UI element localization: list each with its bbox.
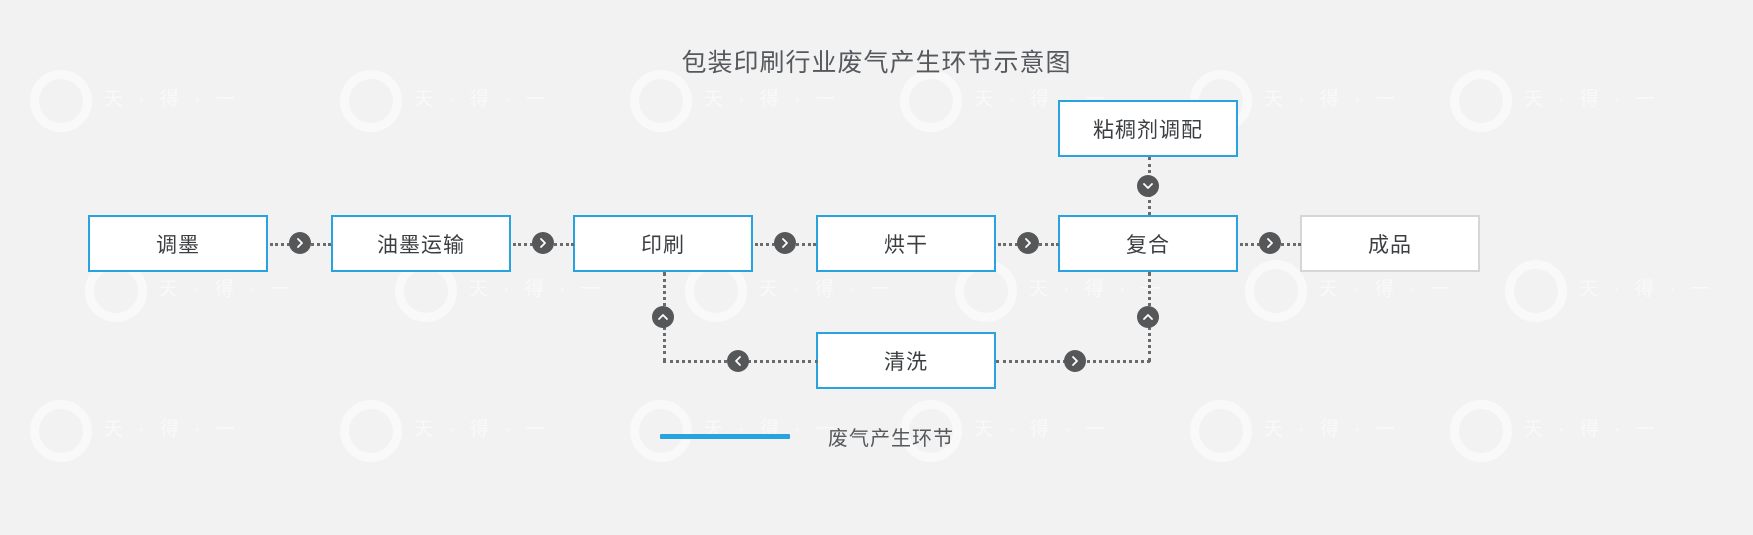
chevron-right-icon — [540, 238, 546, 248]
chevron-right-icon — [297, 238, 303, 248]
chevron-right-icon — [782, 238, 788, 248]
watermark-ring-icon — [1505, 260, 1567, 322]
arrow-zhanchou-fuhe[interactable] — [1137, 175, 1159, 197]
watermark-text: 天 · 得 · 一 — [1029, 279, 1165, 300]
watermark-text: 天 · 得 · 一 — [1319, 279, 1455, 300]
arrow-yinshua-henggan[interactable] — [774, 232, 796, 254]
arrow-qingxi-fuhe[interactable] — [1137, 306, 1159, 328]
watermark-ring-icon — [340, 70, 402, 132]
watermark-text: 天 · 得 · 一 — [414, 419, 550, 440]
watermark-text: 天 · 得 · 一 — [1524, 89, 1660, 110]
watermark-text: 天 · 得 · 一 — [974, 419, 1110, 440]
chevron-left-icon — [735, 356, 741, 366]
watermark-ring-icon — [900, 70, 962, 132]
watermark-text: 天 · 得 · 一 — [104, 89, 240, 110]
chevron-up-icon — [658, 314, 668, 320]
watermark-ring-icon — [1450, 70, 1512, 132]
watermark-text: 天 · 得 · 一 — [1264, 89, 1400, 110]
arrow-qingxi-to-left[interactable] — [727, 350, 749, 372]
chevron-up-icon — [1143, 314, 1153, 320]
watermark-ring-icon — [630, 70, 692, 132]
arrow-qingxi-yinshua[interactable] — [652, 306, 674, 328]
node-youmo[interactable]: 油墨运输 — [331, 215, 511, 272]
node-label: 印刷 — [641, 233, 685, 257]
arrow-youmo-yinshua[interactable] — [532, 232, 554, 254]
node-qingxi[interactable]: 清洗 — [816, 332, 996, 389]
legend-swatch-emission — [660, 434, 790, 439]
watermark-text: 天 · 得 · 一 — [1579, 279, 1715, 300]
node-label: 调墨 — [156, 233, 200, 257]
watermark-text: 天 · 得 · 一 — [1264, 419, 1400, 440]
watermark-ring-icon — [1245, 260, 1307, 322]
chevron-right-icon — [1267, 238, 1273, 248]
page-title: 包装印刷行业废气产生环节示意图 — [681, 49, 1072, 77]
arrow-henggan-fuhe[interactable] — [1017, 232, 1039, 254]
node-henggan[interactable]: 烘干 — [816, 215, 996, 272]
watermark-ring-icon — [30, 400, 92, 462]
node-label: 成品 — [1368, 233, 1412, 257]
node-label: 油墨运输 — [377, 233, 465, 257]
node-chengpin[interactable]: 成品 — [1300, 215, 1480, 272]
arrow-tiaomo-youmo[interactable] — [289, 232, 311, 254]
watermark-text: 天 · 得 · 一 — [104, 419, 240, 440]
watermark-text: 天 · 得 · 一 — [1524, 419, 1660, 440]
node-label: 粘稠剂调配 — [1093, 118, 1203, 142]
arrow-fuhe-chengpin[interactable] — [1259, 232, 1281, 254]
node-zhanchoujitiaopei[interactable]: 粘稠剂调配 — [1058, 100, 1238, 157]
watermark-ring-icon — [30, 70, 92, 132]
watermark-ring-icon — [340, 400, 402, 462]
node-label: 清洗 — [884, 350, 928, 374]
node-label: 烘干 — [884, 233, 928, 257]
legend[interactable]: 废气产生环节 — [660, 422, 954, 451]
watermark-text: 天 · 得 · 一 — [759, 279, 895, 300]
chevron-down-icon — [1143, 183, 1153, 189]
watermark-ring-icon — [1190, 400, 1252, 462]
node-label: 复合 — [1126, 233, 1170, 257]
legend-label-emission: 废气产生环节 — [828, 428, 954, 450]
node-yinshua[interactable]: 印刷 — [573, 215, 753, 272]
node-fuhe[interactable]: 复合 — [1058, 215, 1238, 272]
chevron-right-icon — [1072, 356, 1078, 366]
watermark-text: 天 · 得 · 一 — [469, 279, 605, 300]
chevron-right-icon — [1025, 238, 1031, 248]
watermark-ring-icon — [1450, 400, 1512, 462]
watermark-text: 天 · 得 · 一 — [704, 89, 840, 110]
watermark-text: 天 · 得 · 一 — [414, 89, 550, 110]
arrow-qingxi-to-right[interactable] — [1064, 350, 1086, 372]
watermark-text: 天 · 得 · 一 — [159, 279, 295, 300]
node-tiaomo[interactable]: 调墨 — [88, 215, 268, 272]
